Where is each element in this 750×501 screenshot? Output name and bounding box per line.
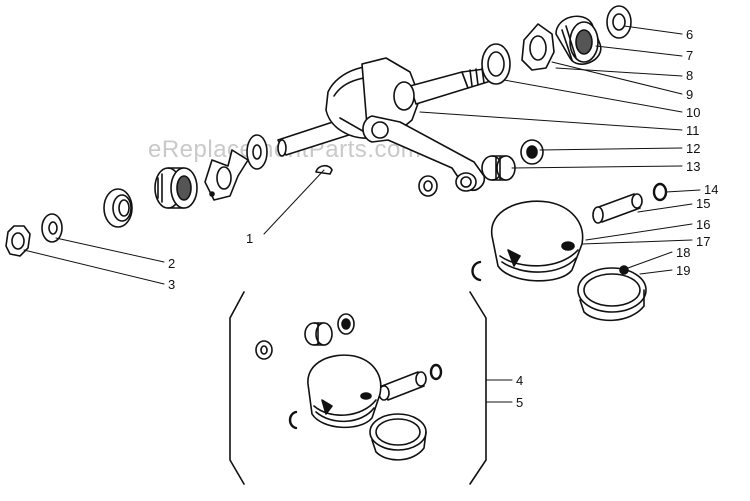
callout-8: 8	[686, 68, 693, 83]
callout-labels: 1 2 3 4 5 6 7 8 9 10 11 12 13 14 15 16 1…	[168, 27, 718, 410]
callout-14: 14	[704, 182, 718, 197]
callout-19: 19	[676, 263, 690, 278]
piston-pin-clip-right	[652, 182, 668, 202]
callout-10: 10	[686, 105, 700, 120]
callout-12: 12	[686, 141, 700, 156]
piston-ring	[577, 265, 647, 322]
callout-4: 4	[516, 373, 523, 388]
alt-pin-clip-right	[429, 363, 443, 381]
callout-2: 2	[168, 256, 175, 271]
hex-nut	[5, 225, 31, 257]
callout-18: 18	[676, 245, 690, 260]
callout-16: 16	[696, 217, 710, 232]
callout-15: 15	[696, 196, 710, 211]
alt-needle-bearing	[337, 313, 355, 335]
connecting-rod	[362, 115, 486, 192]
piston-pin	[592, 193, 643, 224]
right-seal-retainer	[521, 23, 555, 71]
callout-17: 17	[696, 234, 710, 249]
callout-7: 7	[686, 48, 693, 63]
leader-lines	[23, 25, 701, 403]
small-washer	[418, 175, 438, 197]
callout-3: 3	[168, 277, 175, 292]
callout-11: 11	[686, 123, 700, 138]
alt-piston-ring	[369, 413, 427, 461]
alt-small-washer	[255, 340, 273, 360]
alt-pin-clip-left	[288, 410, 298, 430]
left-flat-washer	[246, 134, 268, 170]
right-thrust-washer	[606, 5, 632, 39]
left-oil-seal	[103, 188, 133, 228]
needle-bearing-upper	[520, 139, 544, 165]
piston-pin-clip-left	[471, 260, 482, 282]
piston	[491, 200, 584, 282]
alt-needle-cage	[304, 322, 333, 346]
callout-1: 1	[246, 231, 253, 246]
left-seal-retainer	[204, 149, 249, 201]
right-oil-seal	[481, 43, 511, 85]
callout-13: 13	[686, 159, 700, 174]
alt-piston	[307, 354, 382, 429]
right-main-bearing	[555, 15, 602, 65]
callout-5: 5	[516, 395, 523, 410]
lock-washer	[41, 213, 63, 243]
left-main-bearing	[154, 167, 198, 209]
alt-piston-pin	[378, 371, 427, 401]
needle-bearing-cage	[481, 155, 516, 181]
callout-9: 9	[686, 87, 693, 102]
alternate-kit-bracket	[229, 291, 487, 485]
callout-6: 6	[686, 27, 693, 42]
